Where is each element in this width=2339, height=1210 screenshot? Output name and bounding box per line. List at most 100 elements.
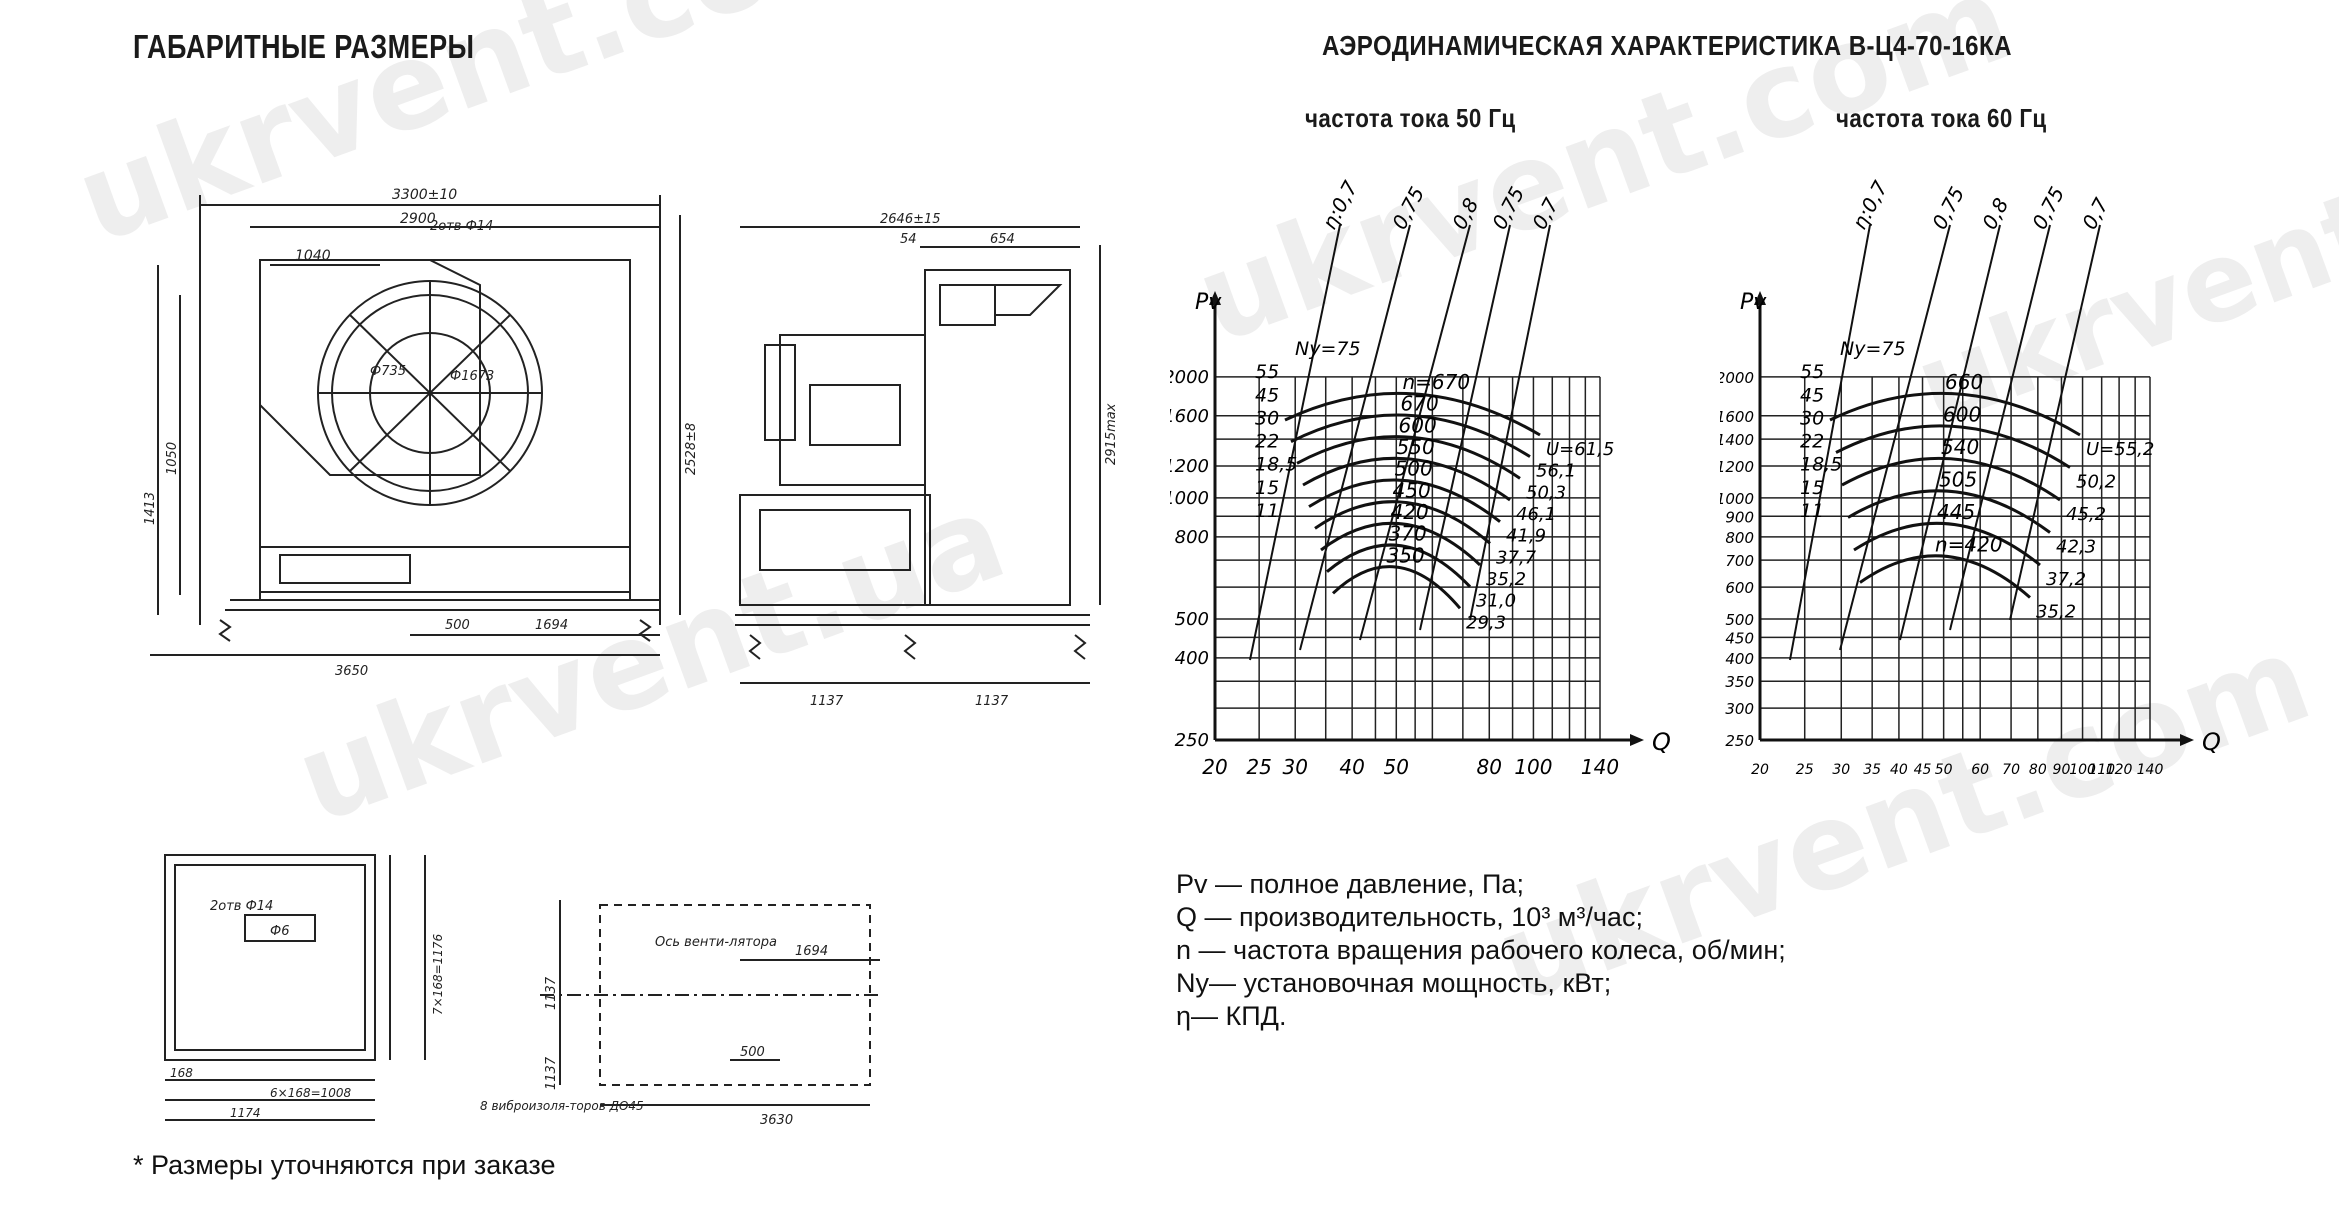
power-end-label: 50,2 bbox=[2076, 472, 2116, 493]
dim-54: 54 bbox=[900, 232, 917, 247]
speed-label: 445 bbox=[1937, 500, 1975, 524]
speed-curve bbox=[1331, 565, 1462, 610]
power-label: 18,5 bbox=[1800, 454, 1842, 476]
y-tick-label: 600 bbox=[1725, 579, 1754, 597]
speed-curve bbox=[1835, 424, 2071, 469]
efficiency-label: η:0,7 bbox=[1317, 177, 1362, 234]
dim-2900: 2900 bbox=[400, 211, 436, 227]
power-end-label: 42,3 bbox=[2056, 537, 2096, 558]
x-tick-label: 100 bbox=[1514, 755, 1552, 779]
y-tick-label: 300 bbox=[1725, 700, 1754, 718]
speed-curve bbox=[1320, 521, 1482, 567]
x-tick-label: 110 bbox=[2088, 762, 2115, 778]
speed-curve bbox=[1326, 543, 1472, 588]
x-axis-label: Q bbox=[1652, 728, 1671, 756]
dim-d735: Ф735 bbox=[370, 364, 406, 379]
side-view-drawing: 2646±15 654 54 2915max 1137 1137 bbox=[735, 212, 1119, 709]
y-axis-arrow bbox=[1209, 291, 1221, 305]
dim-500-br: 500 bbox=[740, 1045, 765, 1060]
y-tick-label: 900 bbox=[1725, 508, 1754, 526]
y-tick-label: 1200 bbox=[1170, 456, 1209, 477]
power-label: 30 bbox=[1800, 407, 1824, 429]
power-label: 55 bbox=[1800, 361, 1824, 383]
symbol-legend: Pv — полное давление, Па; Q — производит… bbox=[1176, 868, 1786, 1033]
x-axis-arrow bbox=[2180, 734, 2194, 746]
efficiency-line bbox=[1249, 224, 1341, 661]
y-tick-label: 800 bbox=[1725, 529, 1754, 547]
speed-curve bbox=[1296, 435, 1521, 480]
legend-line: η— КПД. bbox=[1176, 1001, 1287, 1031]
legend-line: n — частота вращения рабочего колеса, об… bbox=[1176, 935, 1786, 965]
x-tick-label: 30 bbox=[1832, 762, 1850, 778]
dim-2915: 2915max bbox=[1104, 403, 1119, 465]
speed-curve bbox=[1847, 489, 2051, 534]
efficiency-label: 0,75 bbox=[1927, 183, 1969, 234]
dim-2646: 2646±15 bbox=[880, 212, 941, 227]
y-tick-label: 250 bbox=[1175, 730, 1209, 751]
power-label: 22 bbox=[1800, 431, 1824, 453]
x-tick-label: 45 bbox=[1914, 762, 1932, 778]
speed-label: 505 bbox=[1939, 468, 1977, 492]
flange-drawing: 2отв Ф14 Ф6 7×168=1176 168 6×168=1008 11… bbox=[164, 854, 445, 1121]
speed-label: 370 bbox=[1389, 522, 1427, 546]
power-end-label: 31,0 bbox=[1476, 591, 1516, 612]
y-tick-label: 400 bbox=[1725, 650, 1754, 668]
power-label: 11 bbox=[1800, 500, 1824, 522]
dim-1137-bottom: 1137 bbox=[544, 1056, 559, 1090]
front-view-drawing: 3300±10 2900 1040 2отв Ф14 Ф735 Ф1673 25… bbox=[143, 187, 699, 679]
y-tick-label: 700 bbox=[1725, 552, 1754, 570]
speed-label: 540 bbox=[1941, 435, 1979, 459]
y-tick-label: 800 bbox=[1175, 527, 1209, 548]
efficiency-line bbox=[1469, 224, 1551, 621]
dim-7x168: 7×168=1176 bbox=[431, 933, 445, 1015]
speed-label: 600 bbox=[1943, 403, 1981, 427]
chart-50hz-title: частота тока 50 Гц bbox=[1305, 103, 1516, 133]
x-tick-label: 50 bbox=[1384, 755, 1409, 779]
dim-d6: Ф6 bbox=[270, 924, 289, 939]
dim-3300: 3300±10 bbox=[392, 187, 457, 203]
power-label: 22 bbox=[1255, 431, 1279, 453]
speed-curve bbox=[1853, 521, 2041, 567]
y-tick-label: 500 bbox=[1175, 609, 1209, 630]
x-tick-label: 80 bbox=[1477, 755, 1502, 779]
efficiency-label: 0,8 bbox=[1447, 194, 1483, 233]
dim-1413: 1413 bbox=[143, 492, 158, 525]
legend-line: Q — производительность, 10³ м³/час; bbox=[1176, 902, 1643, 932]
power-label: 15 bbox=[1800, 477, 1824, 499]
x-tick-label: 80 bbox=[2029, 762, 2047, 778]
power-label: 45 bbox=[1800, 384, 1824, 406]
x-tick-label: 90 bbox=[2053, 762, 2071, 778]
speed-curve bbox=[1841, 456, 2061, 502]
y-tick-label: 500 bbox=[1725, 611, 1754, 629]
speed-label: 350 bbox=[1387, 543, 1425, 567]
efficiency-line bbox=[1419, 224, 1511, 631]
power-end-label: 41,9 bbox=[1506, 526, 1546, 547]
power-label: 18,5 bbox=[1255, 454, 1297, 476]
efficiency-line bbox=[1839, 224, 1951, 651]
power-label: 15 bbox=[1255, 477, 1279, 499]
power-label: 30 bbox=[1255, 407, 1279, 429]
foundation-drawing: 1137 1137 Ось венти-лятора 1694 500 3630… bbox=[480, 900, 880, 1128]
y-tick-label: 350 bbox=[1725, 673, 1754, 691]
power-label: 45 bbox=[1255, 384, 1279, 406]
x-axis-label: Q bbox=[2202, 728, 2220, 756]
speed-curve bbox=[1302, 456, 1511, 502]
aero-characteristic-title: АЭРОДИНАМИЧЕСКАЯ ХАРАКТЕРИСТИКА В-Ц4-70-… bbox=[1322, 30, 2012, 61]
speed-label: 660 bbox=[1945, 370, 1983, 394]
efficiency-line bbox=[1299, 224, 1411, 651]
dim-1174: 1174 bbox=[230, 1106, 261, 1120]
power-end-label: U=55,2 bbox=[2086, 439, 2154, 460]
speed-label: 670 bbox=[1401, 392, 1439, 416]
dim-3630: 3630 bbox=[760, 1113, 793, 1128]
chart-60hz-title: частота тока 60 Гц bbox=[1836, 103, 2047, 133]
power-end-label: 35,2 bbox=[2036, 602, 2076, 623]
efficiency-label: 0,75 bbox=[2027, 183, 2069, 234]
speed-curve bbox=[1829, 391, 2081, 437]
x-tick-label: 35 bbox=[1863, 762, 1881, 778]
efficiency-label: 0,7 bbox=[1527, 194, 1563, 234]
efficiency-line bbox=[1899, 224, 2001, 641]
footnote: * Размеры уточняются при заказе bbox=[133, 1150, 556, 1180]
x-tick-label: 25 bbox=[1246, 755, 1271, 779]
